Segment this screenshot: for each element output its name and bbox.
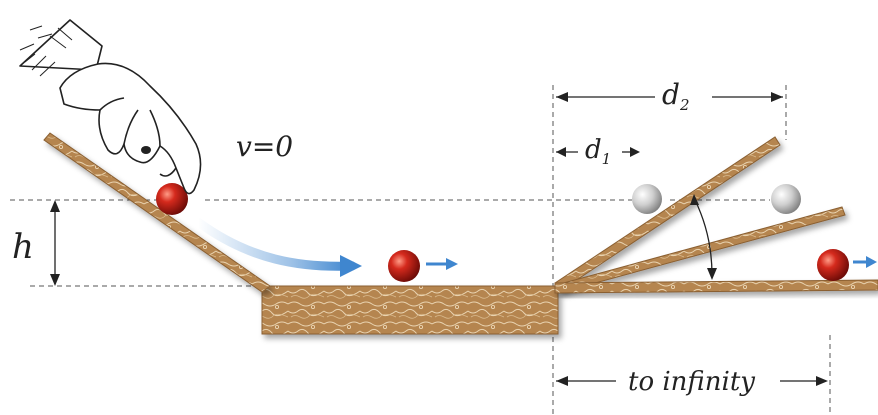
gray-ball-steep: [632, 184, 662, 214]
arrow-right-icon: [426, 258, 458, 270]
hand-icon: [19, 19, 202, 195]
d1-dimension: [556, 147, 640, 157]
d2-label: d2: [662, 78, 689, 114]
red-ball-infinity: [817, 249, 849, 281]
red-ball-start: [156, 183, 188, 215]
flat-right-track: [554, 279, 878, 294]
base-block: [261, 285, 559, 335]
height-arrow: [50, 200, 60, 286]
gray-ball-shallow: [771, 184, 801, 214]
velocity-label: v=0: [236, 130, 293, 163]
arrow-right-icon: [853, 256, 877, 268]
left-ramp: [43, 132, 271, 293]
red-ball-flat: [388, 250, 420, 282]
infinity-label: to infinity: [628, 367, 755, 397]
motion-trail-arrowhead: [340, 255, 362, 277]
infinity-dimension: [556, 376, 828, 386]
d1-label: d1: [585, 135, 611, 168]
rotation-arc: [690, 194, 717, 280]
motion-trail: [193, 217, 357, 271]
height-label: h: [12, 227, 34, 267]
d2-dimension: [556, 92, 783, 102]
